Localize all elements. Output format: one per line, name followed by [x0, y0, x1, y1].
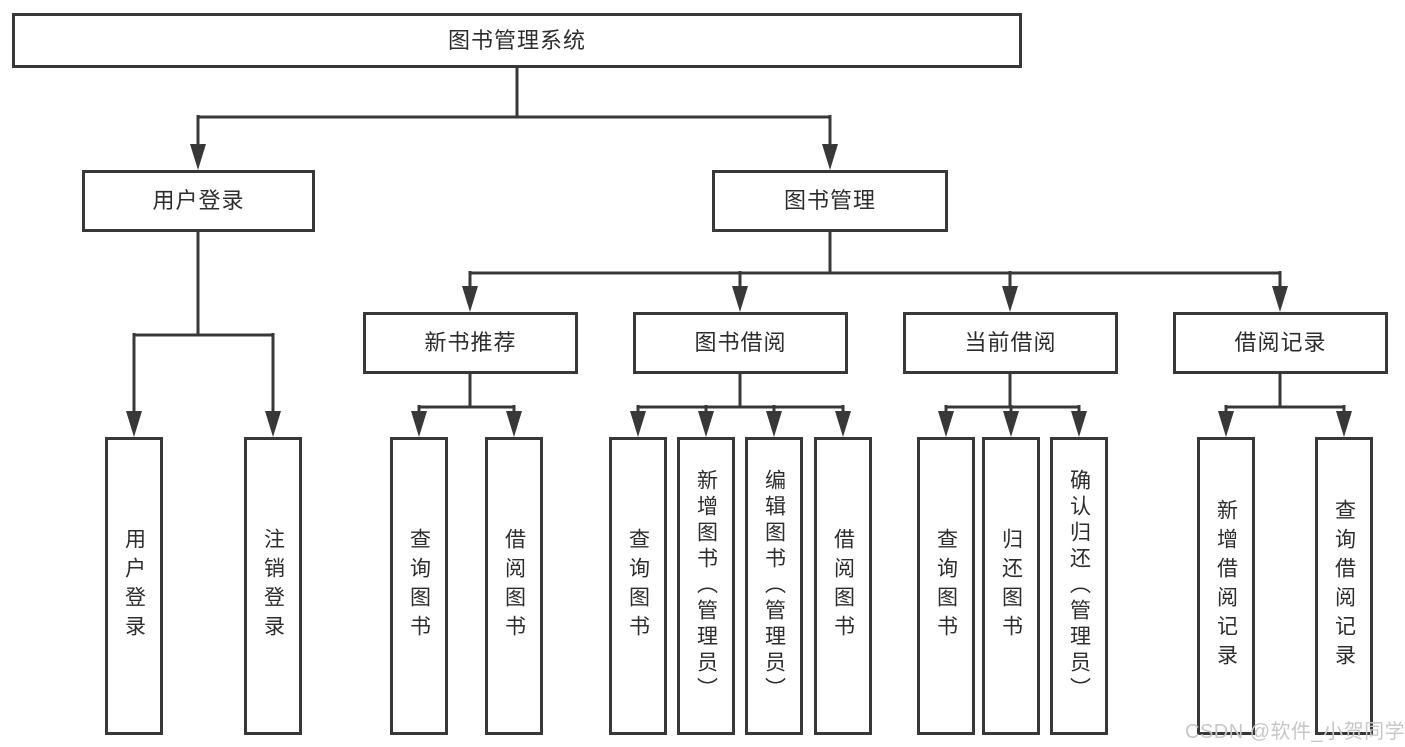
leaf-query-books: 查询图书	[917, 437, 975, 735]
leaf-add-borrow-record: 新增借阅记录	[1197, 437, 1255, 735]
leaf-borrow-books: 借阅图书	[814, 437, 872, 735]
node-library-management-system: 图书管理系统	[12, 13, 1022, 68]
node-label: 编辑图书（管理员）	[762, 469, 786, 703]
node-label: 当前借阅	[964, 330, 1057, 355]
node-label: 借阅图书	[831, 528, 855, 644]
node-book-borrowing: 图书借阅	[633, 312, 848, 374]
node-label: 查询图书	[626, 528, 650, 644]
leaf-add-books-admin: 新增图书（管理员）	[677, 437, 735, 735]
node-label: 确认归还（管理员）	[1067, 469, 1091, 703]
node-borrowing-records: 借阅记录	[1173, 312, 1388, 374]
watermark: CSDN @软件_小贺同学	[1185, 721, 1405, 743]
leaf-logout: 注销登录	[244, 437, 302, 735]
node-label: 图书管理系统	[447, 27, 586, 53]
node-label: 借阅图书	[502, 528, 526, 644]
node-label: 归还图书	[999, 528, 1023, 644]
node-user-login: 用户登录	[82, 170, 315, 232]
node-label: 用户登录	[152, 188, 245, 213]
leaf-return-books: 归还图书	[982, 437, 1040, 735]
node-label: 新增借阅记录	[1214, 499, 1238, 673]
leaf-confirm-return-admin: 确认归还（管理员）	[1050, 437, 1108, 735]
node-book-management: 图书管理	[712, 170, 948, 232]
leaf-query-books: 查询图书	[390, 437, 448, 735]
leaf-borrow-books: 借阅图书	[485, 437, 543, 735]
node-current-borrowing: 当前借阅	[903, 312, 1118, 374]
node-label: 图书借阅	[694, 330, 787, 355]
leaf-query-borrow-record: 查询借阅记录	[1315, 437, 1373, 735]
node-label: 图书管理	[783, 188, 876, 213]
node-label: 新增图书（管理员）	[694, 469, 718, 703]
node-label: 注销登录	[261, 528, 285, 644]
node-label: 查询图书	[934, 528, 958, 644]
node-label: 新书推荐	[424, 330, 517, 355]
leaf-query-books: 查询图书	[609, 437, 667, 735]
node-new-book-recommend: 新书推荐	[363, 312, 578, 374]
node-label: 用户登录	[122, 528, 146, 644]
leaf-edit-books-admin: 编辑图书（管理员）	[745, 437, 803, 735]
leaf-user-login: 用户登录	[105, 437, 163, 735]
node-label: 查询图书	[407, 528, 431, 644]
node-label: 查询借阅记录	[1332, 499, 1356, 673]
node-label: 借阅记录	[1234, 330, 1327, 355]
